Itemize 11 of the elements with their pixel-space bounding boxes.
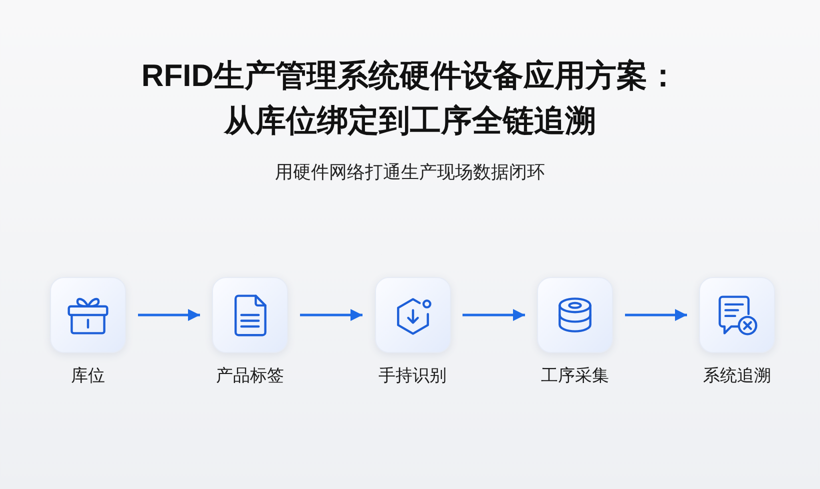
step-label: 系统追溯 bbox=[703, 365, 771, 387]
step-label: 库位 bbox=[71, 365, 105, 387]
step-label: 工序采集 bbox=[541, 365, 609, 387]
arrow bbox=[625, 309, 687, 321]
arrow bbox=[300, 309, 362, 321]
step-label: 产品标签 bbox=[216, 365, 284, 387]
title: RFID生产管理系统硬件设备应用方案：从库位绑定到工序全链追溯 bbox=[140, 57, 680, 140]
arrow bbox=[138, 309, 200, 321]
subtitle: 用硬件网络打通生产现场数据闭环 bbox=[275, 161, 545, 184]
arrow bbox=[462, 309, 525, 321]
step-label: 手持识别 bbox=[378, 365, 446, 387]
